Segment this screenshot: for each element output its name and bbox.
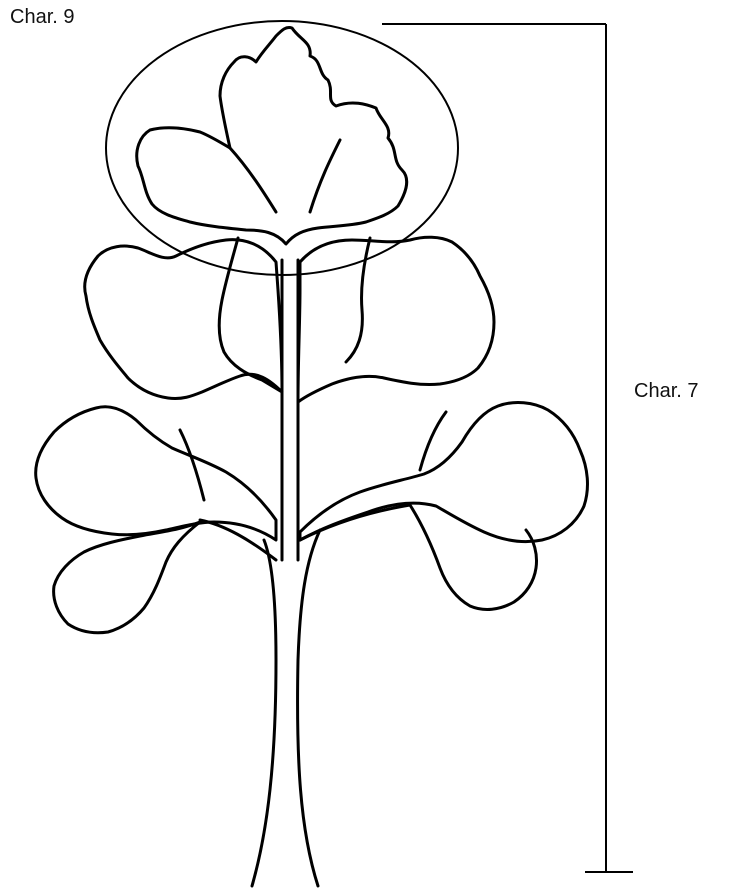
leaflet-pair-3-right bbox=[300, 403, 587, 542]
char-7-label: Char. 7 bbox=[634, 380, 698, 403]
leaflet-pair-3-left-lower bbox=[54, 522, 200, 633]
terminal-leaflet-ellipse bbox=[106, 21, 458, 275]
leaflet-pair-2-center bbox=[219, 238, 282, 392]
petiole bbox=[200, 260, 410, 886]
char-9-label: Char. 9 bbox=[10, 6, 74, 29]
leaflet-pair-2-right bbox=[298, 237, 494, 402]
leaflet-pair-3-left bbox=[36, 407, 276, 540]
terminal-leaflet bbox=[137, 27, 407, 244]
height-bracket bbox=[382, 24, 633, 872]
leaflet-pair-3-right-lower bbox=[410, 505, 537, 609]
